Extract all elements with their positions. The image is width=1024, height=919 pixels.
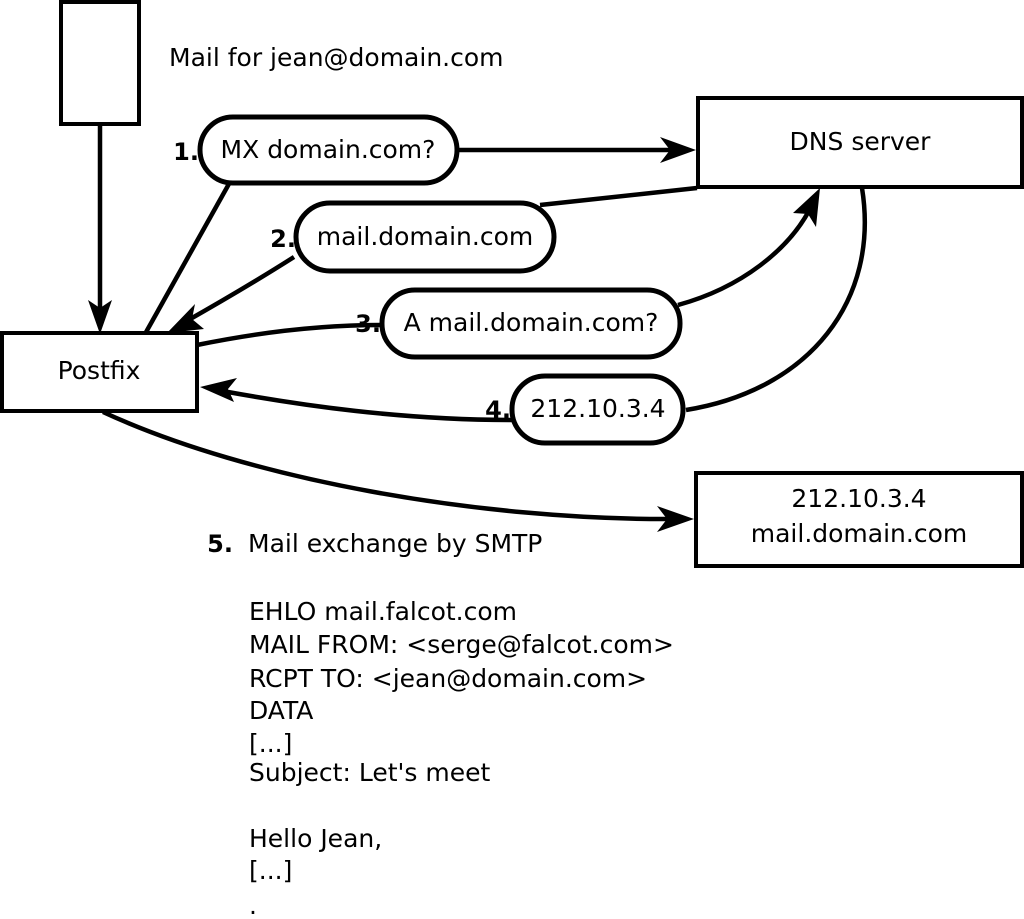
step-2-node: 2. mail.domain.com [270, 200, 557, 274]
transcript-line: Subject: Let's meet [249, 758, 490, 787]
postfix-node: Postfix [0, 331, 199, 413]
step-5-caption: 5. Mail exchange by SMTP [207, 529, 542, 558]
transcript-line: [...] [249, 856, 292, 885]
step-1-node: 1. MX domain.com? [173, 114, 460, 186]
dns-server-node: DNS server [696, 96, 1024, 189]
edge-step4-to-postfix [200, 378, 513, 423]
edge-step1-tail [143, 180, 232, 336]
step-2-label: mail.domain.com [317, 222, 533, 251]
transcript-line: MAIL FROM: <serge@falcot.com> [249, 630, 674, 659]
edge-step3-to-dns [677, 188, 820, 308]
remote-mail-server-ip: 212.10.3.4 [791, 484, 926, 513]
step-5-number: 5. [207, 530, 233, 558]
step-3-label: A mail.domain.com? [404, 308, 659, 337]
remote-mail-server-node: 212.10.3.4 mail.domain.com [694, 471, 1024, 568]
step-4-node: 4. 212.10.3.4 [485, 373, 686, 446]
transcript-line: EHLO mail.falcot.com [249, 597, 517, 626]
remote-mail-server-hostname: mail.domain.com [751, 519, 967, 548]
edge-postfix-to-step3 [196, 322, 382, 348]
postfix-label: Postfix [58, 356, 141, 385]
transcript-line: . [249, 891, 257, 919]
step-1-number: 1. [173, 138, 199, 166]
step-3-number: 3. [355, 310, 381, 338]
step-5-label: Mail exchange by SMTP [248, 529, 542, 558]
edge-mailsource-to-postfix [88, 124, 112, 334]
smtp-transcript: EHLO mail.falcot.com MAIL FROM: <serge@f… [249, 597, 674, 919]
transcript-line: [...] [249, 729, 292, 758]
mail-caption: Mail for jean@domain.com [169, 43, 504, 72]
transcript-line: DATA [249, 696, 313, 725]
step-4-label: 212.10.3.4 [530, 394, 665, 423]
edge-step1-to-dns [458, 137, 696, 163]
step-2-number: 2. [270, 225, 296, 253]
step-1-label: MX domain.com? [221, 135, 436, 164]
edge-postfix-to-remote [102, 409, 694, 532]
dns-server-label: DNS server [790, 127, 932, 156]
edge-dns-to-step2 [539, 185, 698, 208]
transcript-line: Hello Jean, [249, 824, 382, 853]
step-3-node: 3. A mail.domain.com? [355, 287, 683, 360]
step-4-number: 4. [485, 396, 511, 424]
transcript-line: RCPT TO: <jean@domain.com> [249, 664, 647, 693]
edge-step2-to-postfix [167, 255, 296, 333]
edge-dns-to-step4 [685, 187, 868, 413]
mail-source-box [59, 0, 141, 126]
